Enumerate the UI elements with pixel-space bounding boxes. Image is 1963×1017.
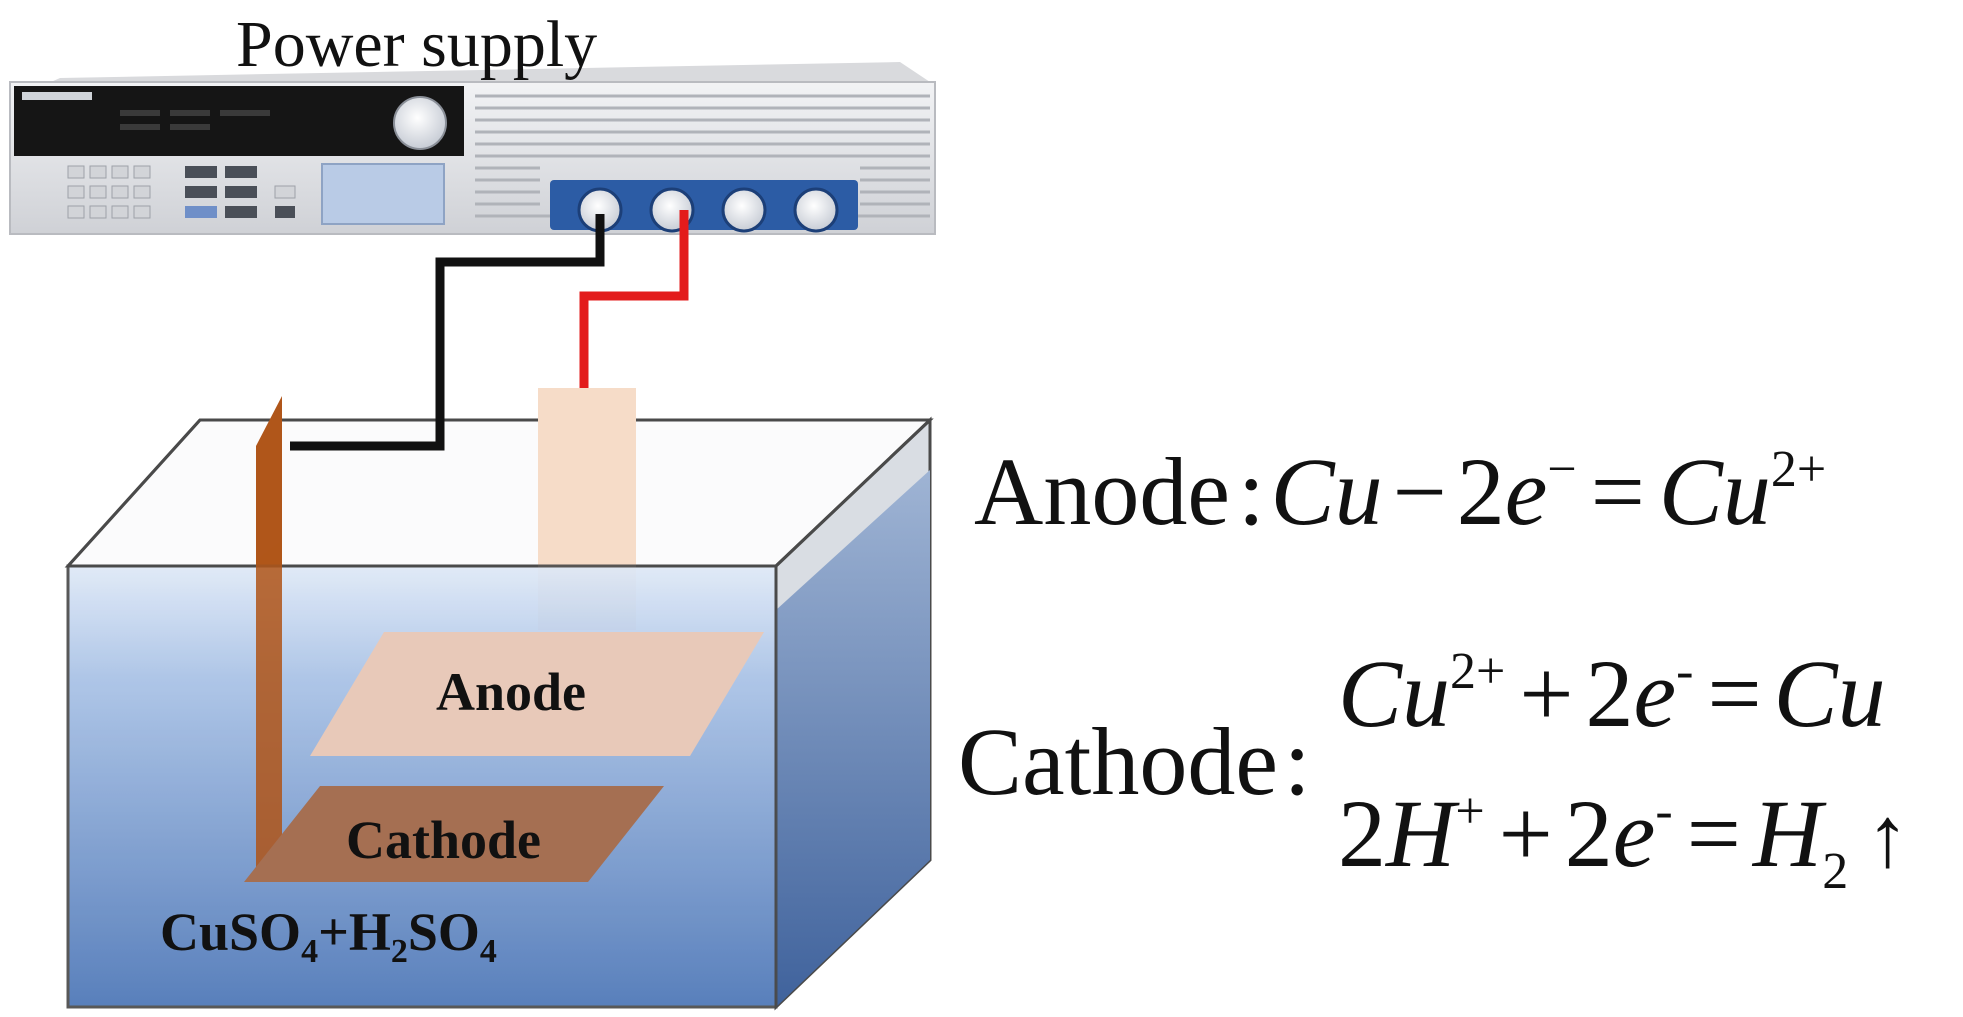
cathode-equation-2: 2H++2e-=H2↑ (1338, 780, 1909, 900)
cathode-rod-submerged (256, 540, 282, 874)
gas-arrow-icon: ↑ (1866, 789, 1909, 885)
keypad (67, 165, 296, 219)
power-supply-dial-icon (393, 96, 447, 150)
anode-plate-label: Anode (436, 662, 586, 722)
negative-wire (290, 214, 605, 451)
display-segment (170, 110, 210, 116)
power-supply-label: Power supply (236, 8, 597, 81)
cathode-plate (244, 786, 664, 882)
terminal-strip (550, 180, 858, 230)
terminal-icon (793, 187, 839, 233)
power-supply-brand-mark (22, 92, 92, 100)
display-segment (120, 124, 160, 130)
cathode-equations: Cathode: Cu2++2e-=Cu 2H++2e-=H2↑ (958, 640, 1909, 900)
anode-equation-text: Anode:Cu−2e−=Cu2+ (974, 438, 1826, 545)
cathode-label: Cathode: (958, 708, 1311, 815)
display-segment (220, 110, 270, 116)
anode-plate (310, 632, 764, 756)
cathode-plate-label: Cathode (346, 810, 541, 870)
tank-right-electrolyte (776, 470, 930, 1007)
electrolyte-label: CuSO4+H2SO4 (160, 902, 497, 970)
terminal-icon (721, 187, 767, 233)
power-supply: Power supply (9, 8, 936, 235)
anode-equation: Anode:Cu−2e−=Cu2+ (974, 438, 1826, 545)
power-supply-lcd (321, 163, 445, 225)
positive-wire (579, 210, 689, 388)
display-segment (170, 124, 210, 130)
cathode-equation-1: Cu2++2e-=Cu (1338, 640, 1886, 747)
display-segment (120, 110, 160, 116)
electrolytic-tank: Anode Cathode CuSO4+H2SO4 (64, 388, 934, 1011)
